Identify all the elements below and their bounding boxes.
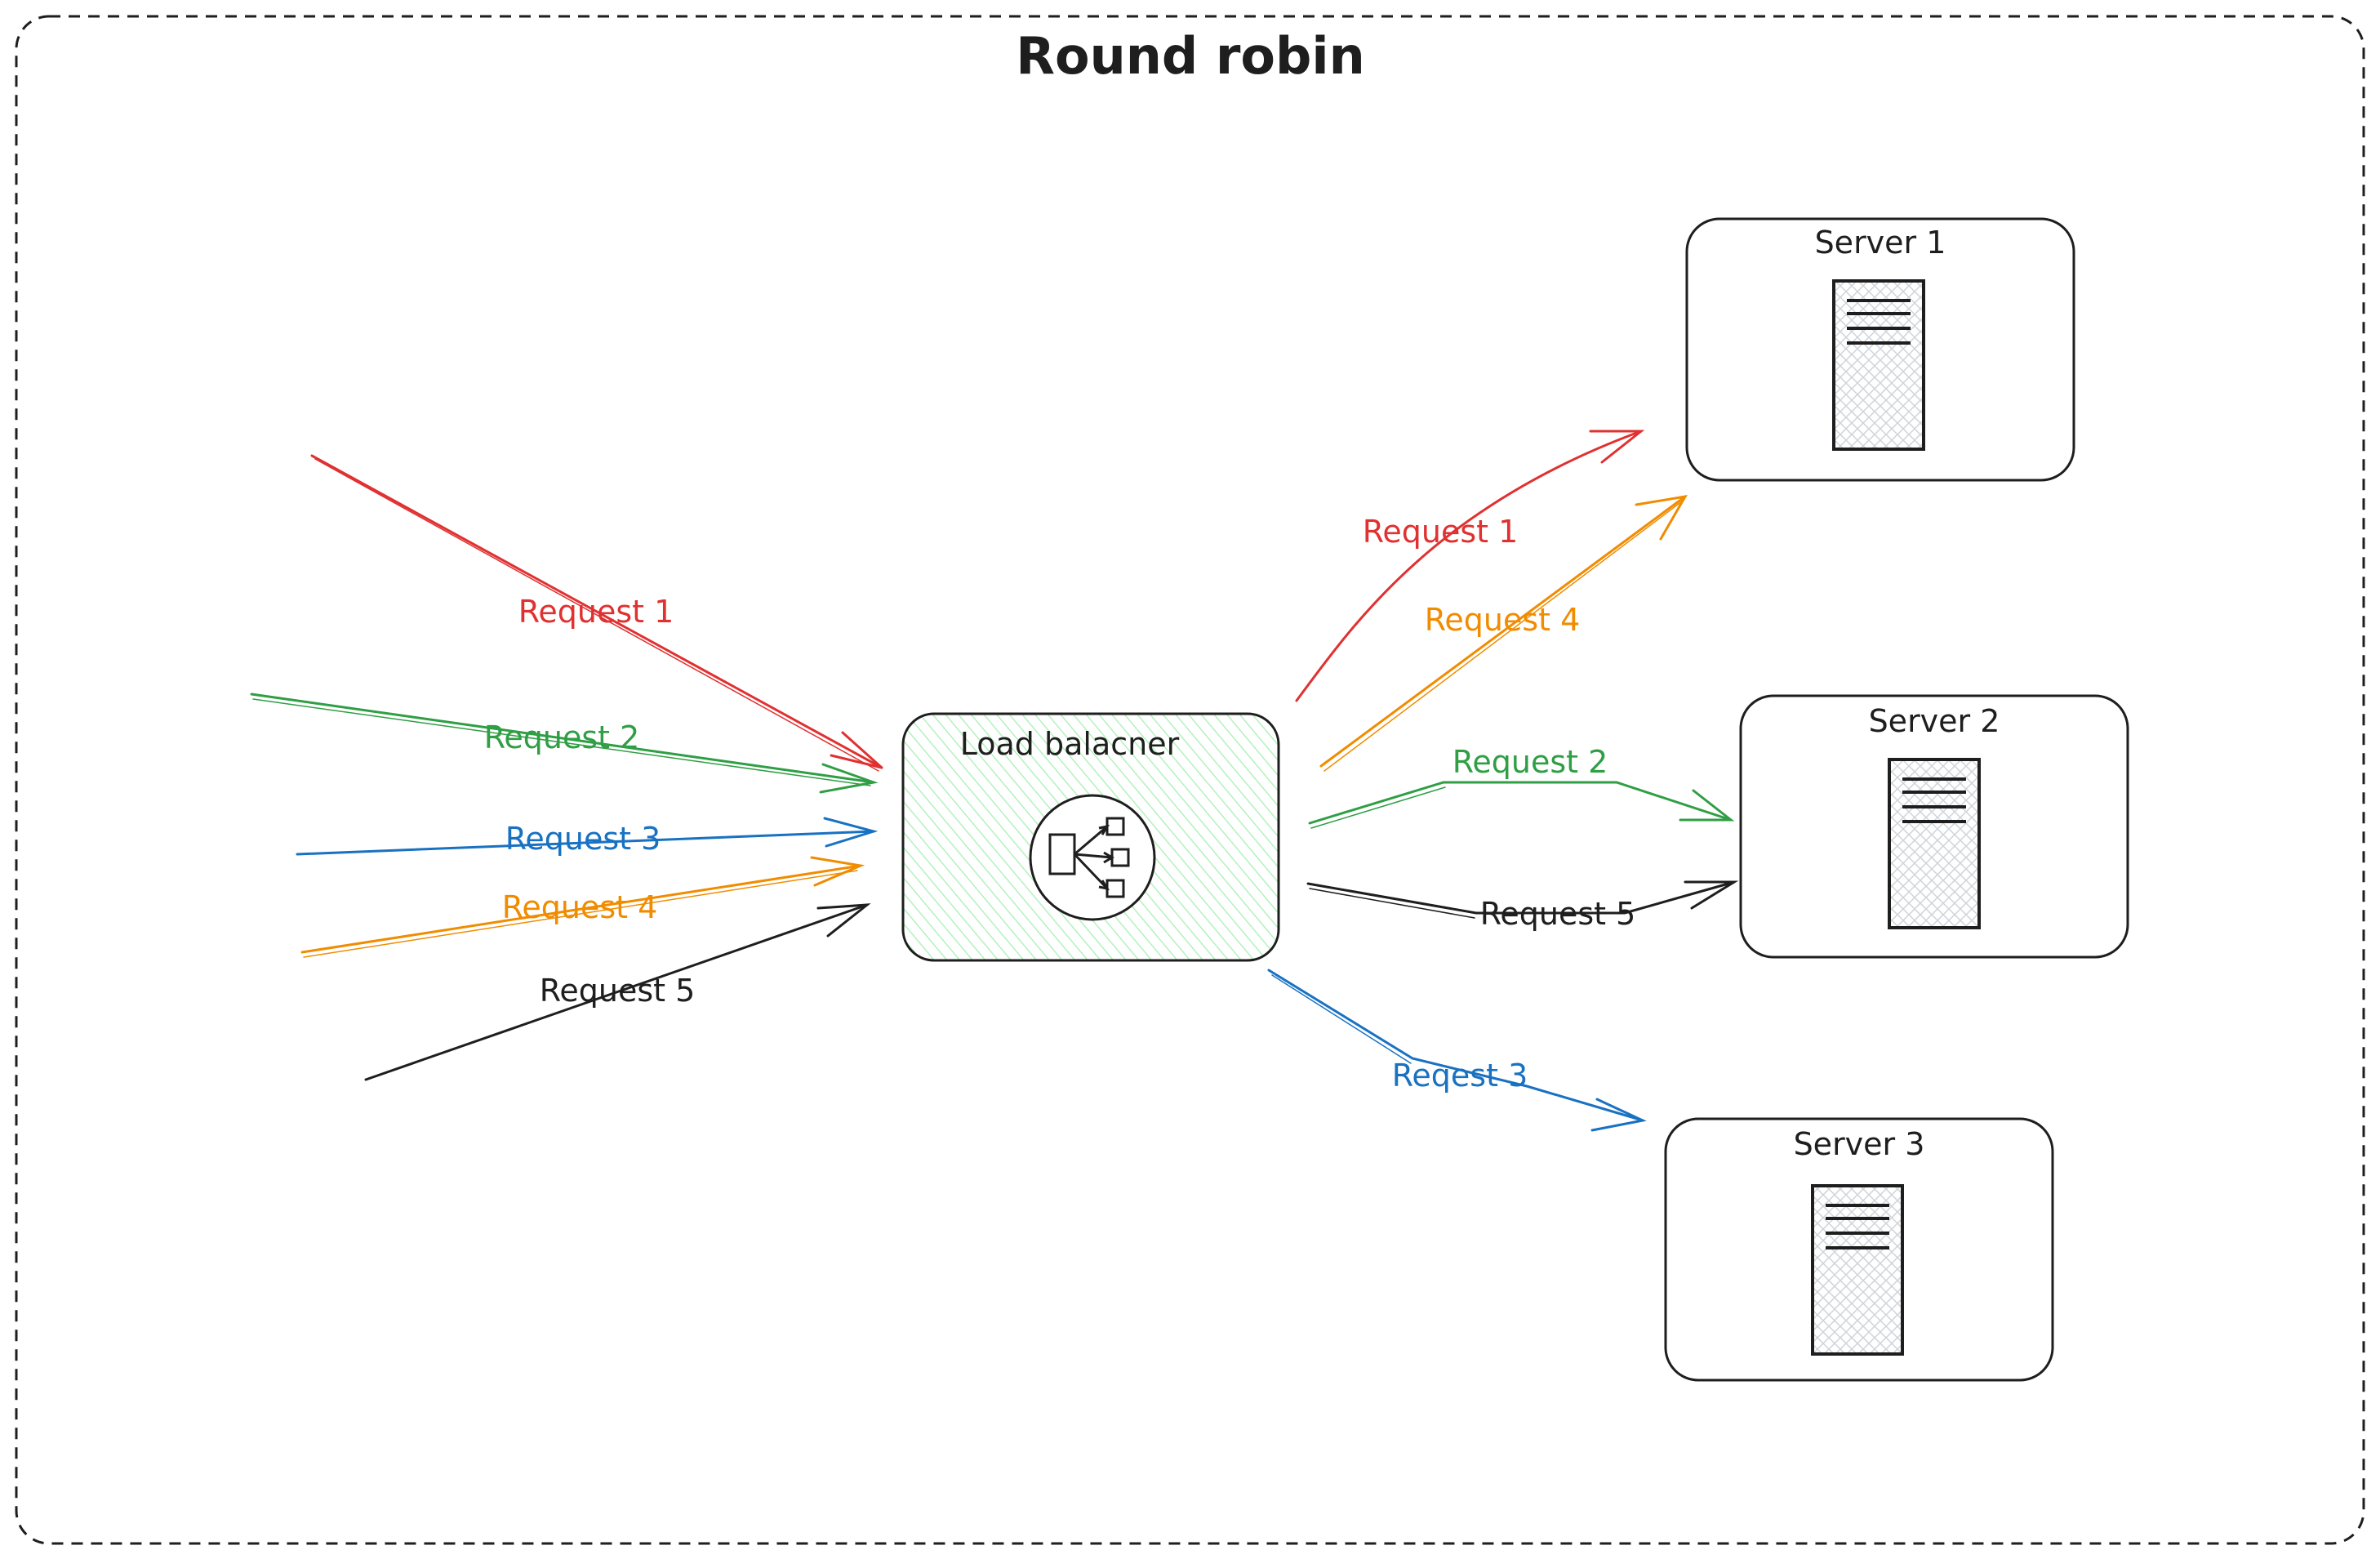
- server-node-2[interactable]: Server 2: [1739, 694, 2129, 959]
- incoming-arrow-request-5: [364, 903, 871, 1081]
- load-balancer-icon: [1029, 794, 1156, 921]
- arrow-line: [1319, 495, 1687, 768]
- arrow-line: [364, 903, 869, 1081]
- outgoing-arrow-request-1: [1295, 430, 1645, 702]
- server-node-1[interactable]: Server 1: [1685, 217, 2075, 482]
- server-rack-icon: [1811, 1184, 1904, 1356]
- server-rack-icon: [1832, 279, 1925, 451]
- arrowhead: [819, 763, 879, 794]
- diagram-title: Round robin: [1016, 26, 1365, 86]
- incoming-label-request-1: Request 1: [518, 594, 674, 630]
- outgoing-label-request-4: Request 4: [1425, 602, 1581, 638]
- arrow-line: [1271, 974, 1412, 1064]
- arrowhead: [830, 731, 883, 769]
- incoming-label-request-3: Request 3: [505, 821, 661, 857]
- arrowhead: [810, 856, 865, 887]
- incoming-arrow-request-3: [296, 817, 879, 856]
- incoming-label-request-4: Request 4: [502, 889, 658, 925]
- arrow-line: [1309, 888, 1475, 919]
- outgoing-arrow-request-3: [1267, 969, 1647, 1132]
- server-label: Server 2: [1869, 703, 2000, 739]
- arrow-line: [310, 454, 883, 769]
- arrowhead: [1635, 494, 1688, 541]
- arrow-line: [303, 870, 858, 958]
- server-rack-icon: [1888, 758, 1981, 929]
- arrow-line: [1267, 969, 1644, 1122]
- incoming-arrow-request-1: [310, 454, 883, 772]
- arrow-line: [250, 693, 875, 784]
- server-node-3[interactable]: Server 3: [1664, 1117, 2054, 1382]
- incoming-arrow-request-2: [250, 693, 879, 794]
- arrowhead: [1590, 1098, 1647, 1132]
- arrow-line: [1295, 430, 1643, 702]
- arrow-line: [1323, 501, 1683, 772]
- load-balancer-node[interactable]: Load balacner: [901, 712, 1280, 962]
- arrowhead: [1684, 880, 1739, 910]
- arrowhead: [823, 817, 879, 848]
- outgoing-arrow-request-5: [1306, 880, 1739, 919]
- incoming-label-request-5: Request 5: [540, 973, 696, 1009]
- arrows-layer: [250, 430, 1739, 1132]
- outgoing-label-request-1: Request 1: [1363, 514, 1519, 550]
- load-balancer-label: Load balacner: [960, 726, 1180, 762]
- arrow-line: [252, 698, 871, 786]
- outer-frame: [15, 15, 2365, 1545]
- server-label: Server 1: [1815, 225, 1946, 261]
- incoming-label-request-2: Request 2: [484, 719, 640, 755]
- outgoing-label-request-5: Request 5: [1480, 896, 1636, 932]
- outgoing-label-request-2: Request 2: [1452, 744, 1608, 780]
- arrowhead: [1589, 430, 1645, 464]
- arrow-line: [300, 864, 862, 954]
- outgoing-arrow-request-2: [1308, 781, 1735, 829]
- arrowhead: [816, 903, 871, 938]
- arrow-line: [296, 830, 875, 856]
- arrow-line: [1310, 786, 1446, 829]
- incoming-labels: Request 1 Request 2 Request 3 Request 4 …: [484, 594, 696, 1009]
- outgoing-labels: Request 1 Request 4 Request 2 Request 5 …: [1363, 514, 1636, 1094]
- arrow-line: [314, 458, 879, 772]
- arrow-line: [1308, 781, 1733, 825]
- outgoing-label-request-3: Reqest 3: [1392, 1058, 1528, 1094]
- arrow-line: [1306, 880, 1736, 915]
- server-label: Server 3: [1794, 1126, 1925, 1162]
- arrowhead: [1679, 789, 1735, 822]
- outgoing-arrow-request-4: [1319, 494, 1688, 772]
- incoming-arrow-request-4: [300, 856, 865, 958]
